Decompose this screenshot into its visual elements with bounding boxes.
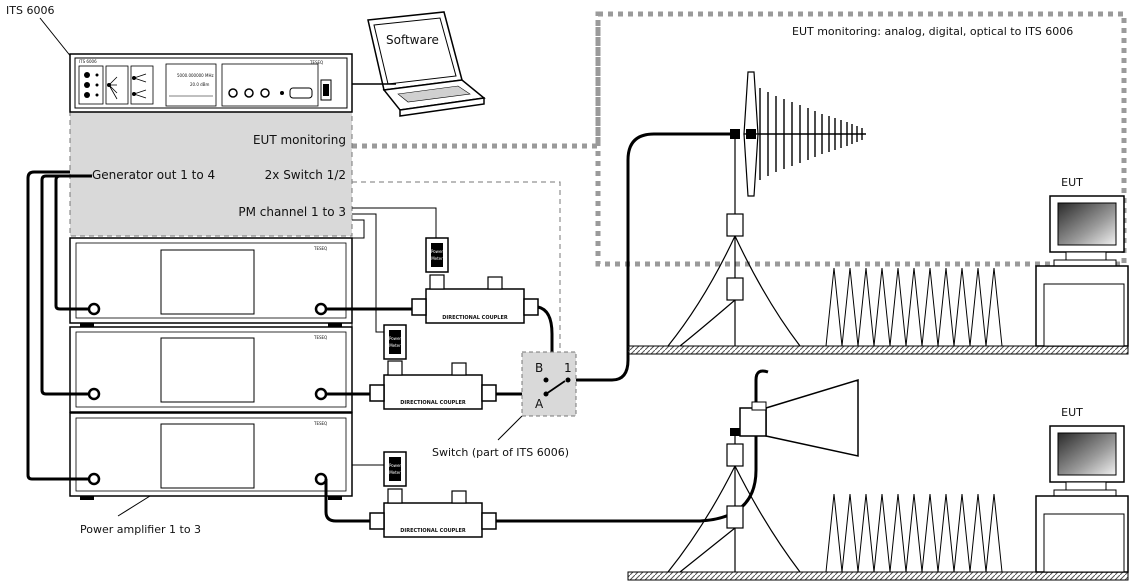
ground-plane-upper [627, 345, 1129, 355]
port-a-label: A [535, 397, 544, 411]
power-amp-leader [117, 495, 151, 517]
amp1-brand: TESEQ [313, 246, 327, 251]
its-brand-text: TESEQ [309, 60, 323, 65]
its-level-text: 20.0 dBm [190, 82, 209, 87]
software-label: Software [386, 33, 439, 47]
pm2-line1: Power [389, 336, 401, 341]
eut-monitoring-zone-link [352, 20, 601, 149]
switch-12-label: 2x Switch 1/2 [265, 168, 346, 182]
port-b-label: B [535, 361, 543, 375]
generator-cables [26, 170, 92, 481]
power-amplifier-2: TESEQ [69, 326, 353, 416]
switch-control-line [352, 181, 561, 352]
its-control-area [69, 109, 353, 237]
switch-part-label: Switch (part of ITS 6006) [432, 446, 569, 459]
its-label: ITS 6006 [6, 4, 54, 17]
eut-monitoring-zone [595, 11, 1127, 267]
coupler-1-label: DIRECTIONAL COUPLER [442, 315, 508, 321]
its-leader-line [39, 17, 73, 59]
eut-bottom-label: EUT [1061, 406, 1083, 419]
power-amplifier-3: TESEQ [69, 412, 353, 500]
port-1-label: 1 [564, 361, 572, 375]
pm2-line2: Meter [389, 343, 401, 348]
absorbers-lower [825, 493, 1003, 573]
eut-monitoring-zone-label: EUT monitoring: analog, digital, optical… [792, 25, 1073, 38]
laptop-software: Software [352, 11, 486, 117]
pm1-line2: Meter [431, 256, 443, 261]
its-freq-text: 5000.000000 MHz [177, 73, 214, 78]
switch-leader [497, 415, 523, 441]
coupler-3-label: DIRECTIONAL COUPLER [400, 528, 466, 534]
power-meter-3: Power Meter [383, 451, 407, 487]
power-amp-label: Power amplifier 1 to 3 [80, 523, 201, 536]
coupler-2-label: DIRECTIONAL COUPLER [400, 400, 466, 406]
power-amplifier-1: TESEQ [69, 237, 353, 327]
pm3-line2: Meter [389, 470, 401, 475]
directional-coupler-1: DIRECTIONAL COUPLER [411, 274, 539, 324]
its-6006-unit: ITS 6006 TESEQ 5000.000000 MHz 20.0 dBm [69, 53, 353, 113]
its-model-text: ITS 6006 [79, 59, 97, 64]
pm1-line1: Power [431, 249, 443, 254]
tripod-upper [667, 134, 801, 347]
eut-monitor-lower [1035, 425, 1129, 573]
horn-antenna [730, 378, 859, 457]
pm3-line1: Power [389, 463, 401, 468]
absorbers-upper [825, 267, 1003, 347]
log-periodic-antenna [730, 71, 866, 197]
power-meter-2: Power Meter [383, 324, 407, 360]
amp3-brand: TESEQ [313, 421, 327, 426]
eut-monitoring-label: EUT monitoring [253, 133, 346, 147]
pm-channel-label: PM channel 1 to 3 [238, 205, 346, 219]
ground-plane-lower [627, 571, 1129, 581]
directional-coupler-2: DIRECTIONAL COUPLER [369, 360, 497, 410]
power-meter-1: Power Meter [425, 237, 449, 273]
tripod-lower [667, 436, 801, 573]
amp2-brand: TESEQ [313, 335, 327, 340]
generator-out-label: Generator out 1 to 4 [92, 168, 215, 182]
eut-top-label: EUT [1061, 176, 1083, 189]
eut-monitor-upper [1035, 195, 1129, 347]
directional-coupler-3: DIRECTIONAL COUPLER [369, 488, 497, 538]
rf-switch: B 1 A [521, 351, 577, 417]
